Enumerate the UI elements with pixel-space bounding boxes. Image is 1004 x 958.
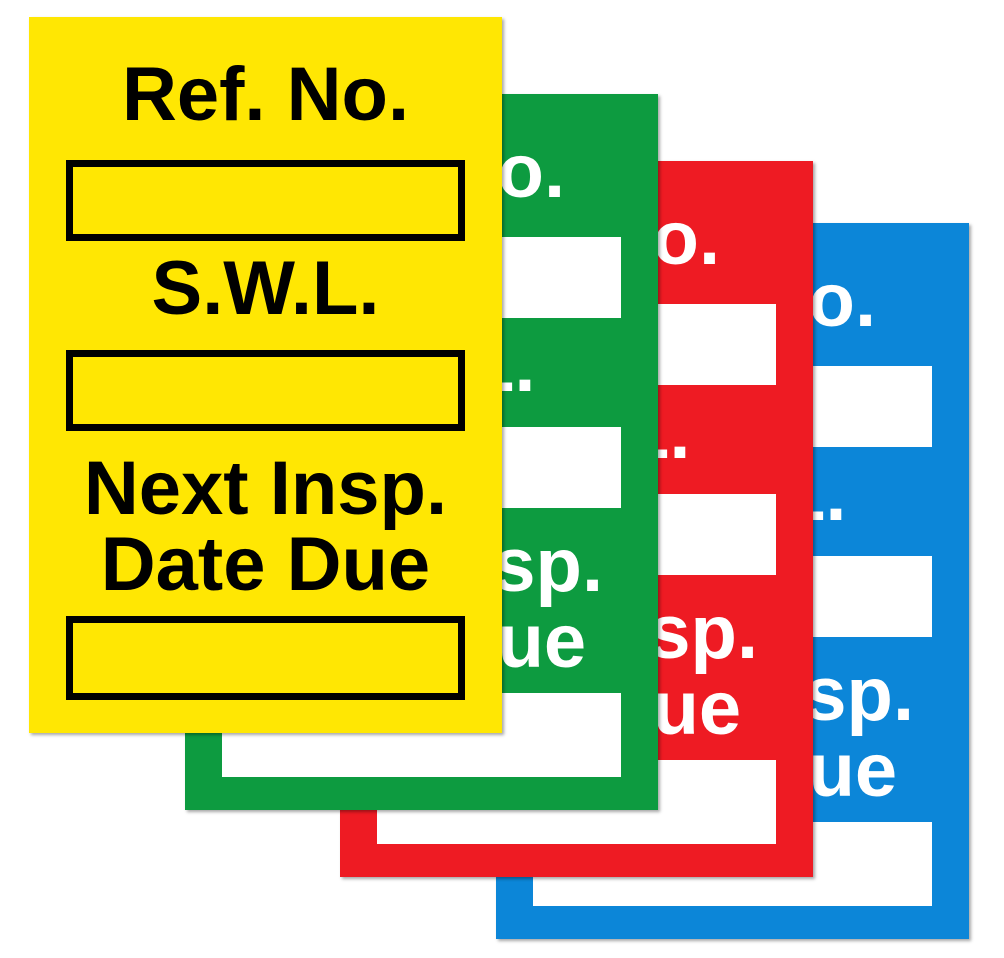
- next-insp-line1: Next Insp.: [83, 446, 448, 531]
- next-insp-label: Next Insp. Date Due: [29, 451, 502, 603]
- swl-label: S.W.L.: [151, 246, 380, 331]
- next-insp-date-field: [66, 616, 465, 700]
- ref-no-field: [66, 160, 465, 241]
- swl-field: [66, 350, 465, 431]
- next-insp-line2: Date Due: [100, 522, 431, 607]
- tag-yellow: Ref. No. S.W.L. Next Insp. Date Due: [29, 17, 502, 733]
- ref-no-label: Ref. No.: [121, 52, 410, 137]
